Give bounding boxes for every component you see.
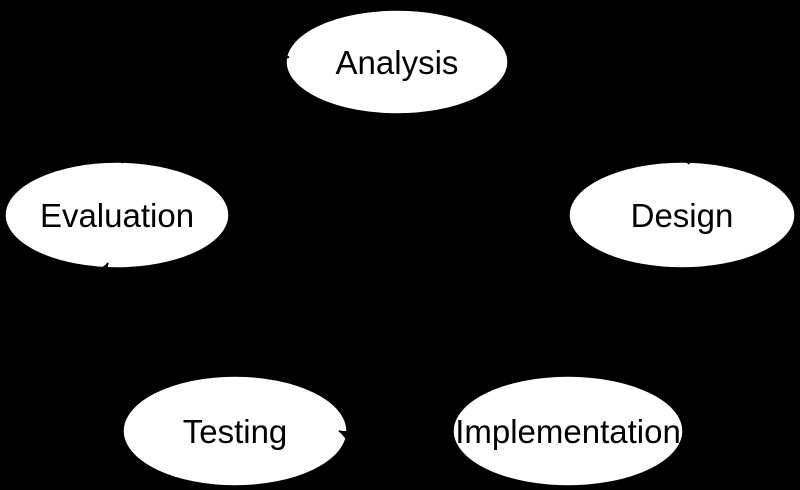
arrow-evaluation-to-analysis	[121, 53, 290, 164]
node-design: Design	[568, 161, 796, 269]
node-implementation-label: Implementation	[455, 413, 681, 450]
node-implementation-shape	[452, 375, 684, 487]
arrow-analysis-to-design	[483, 94, 690, 165]
edges-layer	[93, 53, 703, 450]
node-analysis: Analysis	[285, 9, 509, 115]
node-evaluation-shape	[4, 161, 230, 269]
node-testing-label: Testing	[183, 413, 288, 450]
node-analysis-label: Analysis	[336, 44, 459, 81]
node-evaluation: Evaluation	[4, 161, 230, 269]
arrow-testing-to-evaluation	[93, 262, 131, 399]
node-testing: Testing	[122, 375, 348, 487]
arrow-design-to-implementation	[647, 267, 703, 386]
arrow-implementation-to-testing	[338, 430, 453, 450]
node-design-label: Design	[631, 197, 734, 234]
node-implementation: Implementation	[452, 375, 684, 487]
node-evaluation-label: Evaluation	[40, 197, 194, 234]
